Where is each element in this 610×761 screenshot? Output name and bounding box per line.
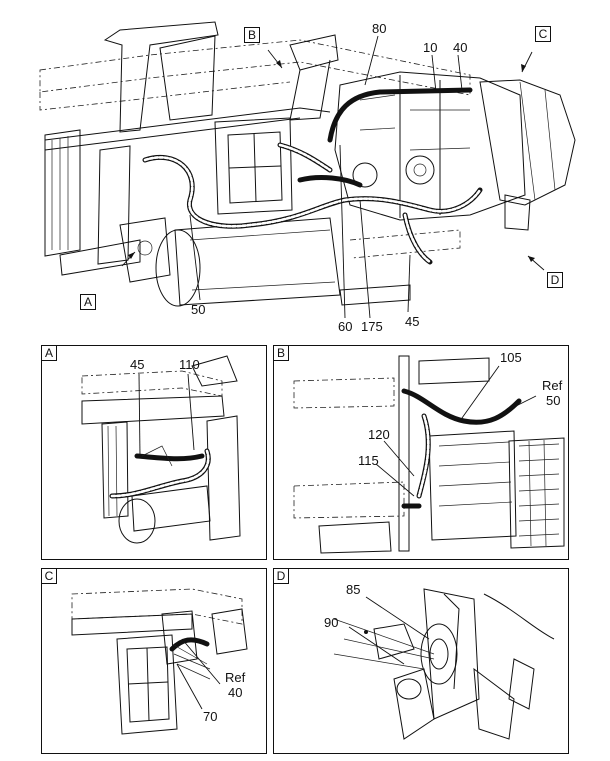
detail-b-callout-120: 120	[368, 427, 390, 442]
detail-panel-d: D 85 90	[273, 568, 569, 754]
view-marker-b: B	[244, 27, 260, 43]
detail-c-callout-ref: Ref	[225, 670, 246, 685]
main-view-drawing	[39, 21, 576, 319]
detail-panel-c: C Ref 40 70	[41, 568, 267, 754]
detail-b-callout-115: 115	[358, 453, 379, 468]
view-marker-c: C	[535, 26, 551, 42]
callout-40: 40	[453, 40, 468, 55]
detail-b-callout-50: 50	[546, 393, 561, 408]
detail-d-callout-90: 90	[324, 615, 339, 630]
detail-a-callout-110: 110	[179, 357, 200, 372]
detail-corner-label-a: A	[41, 345, 57, 361]
callout-45: 45	[405, 314, 420, 329]
callout-50: 50	[191, 302, 206, 317]
detail-d-callout-85: 85	[346, 582, 361, 597]
detail-b-callout-ref: Ref	[542, 378, 563, 393]
callout-10: 10	[423, 40, 438, 55]
detail-corner-label-b: B	[273, 345, 289, 361]
callout-60: 60	[338, 319, 353, 334]
detail-a-callout-45: 45	[130, 357, 145, 372]
callout-175: 175	[361, 319, 383, 334]
detail-a-drawing	[81, 355, 241, 544]
detail-panel-b: B 105 Ref 50 120 115	[273, 345, 569, 560]
detail-d-drawing	[333, 588, 555, 740]
detail-corner-label-d: D	[273, 568, 289, 584]
detail-corner-label-c: C	[41, 568, 57, 584]
view-marker-a: A	[80, 294, 96, 310]
detail-b-callout-105: 105	[500, 350, 522, 365]
detail-c-callout-70: 70	[203, 709, 218, 724]
view-marker-d: D	[547, 272, 563, 288]
callout-80: 80	[372, 21, 387, 36]
detail-panel-a: A 45 110	[41, 345, 267, 560]
detail-c-callout-40: 40	[228, 685, 243, 700]
detail-c-drawing	[71, 588, 248, 735]
detail-b-drawing	[293, 355, 565, 554]
